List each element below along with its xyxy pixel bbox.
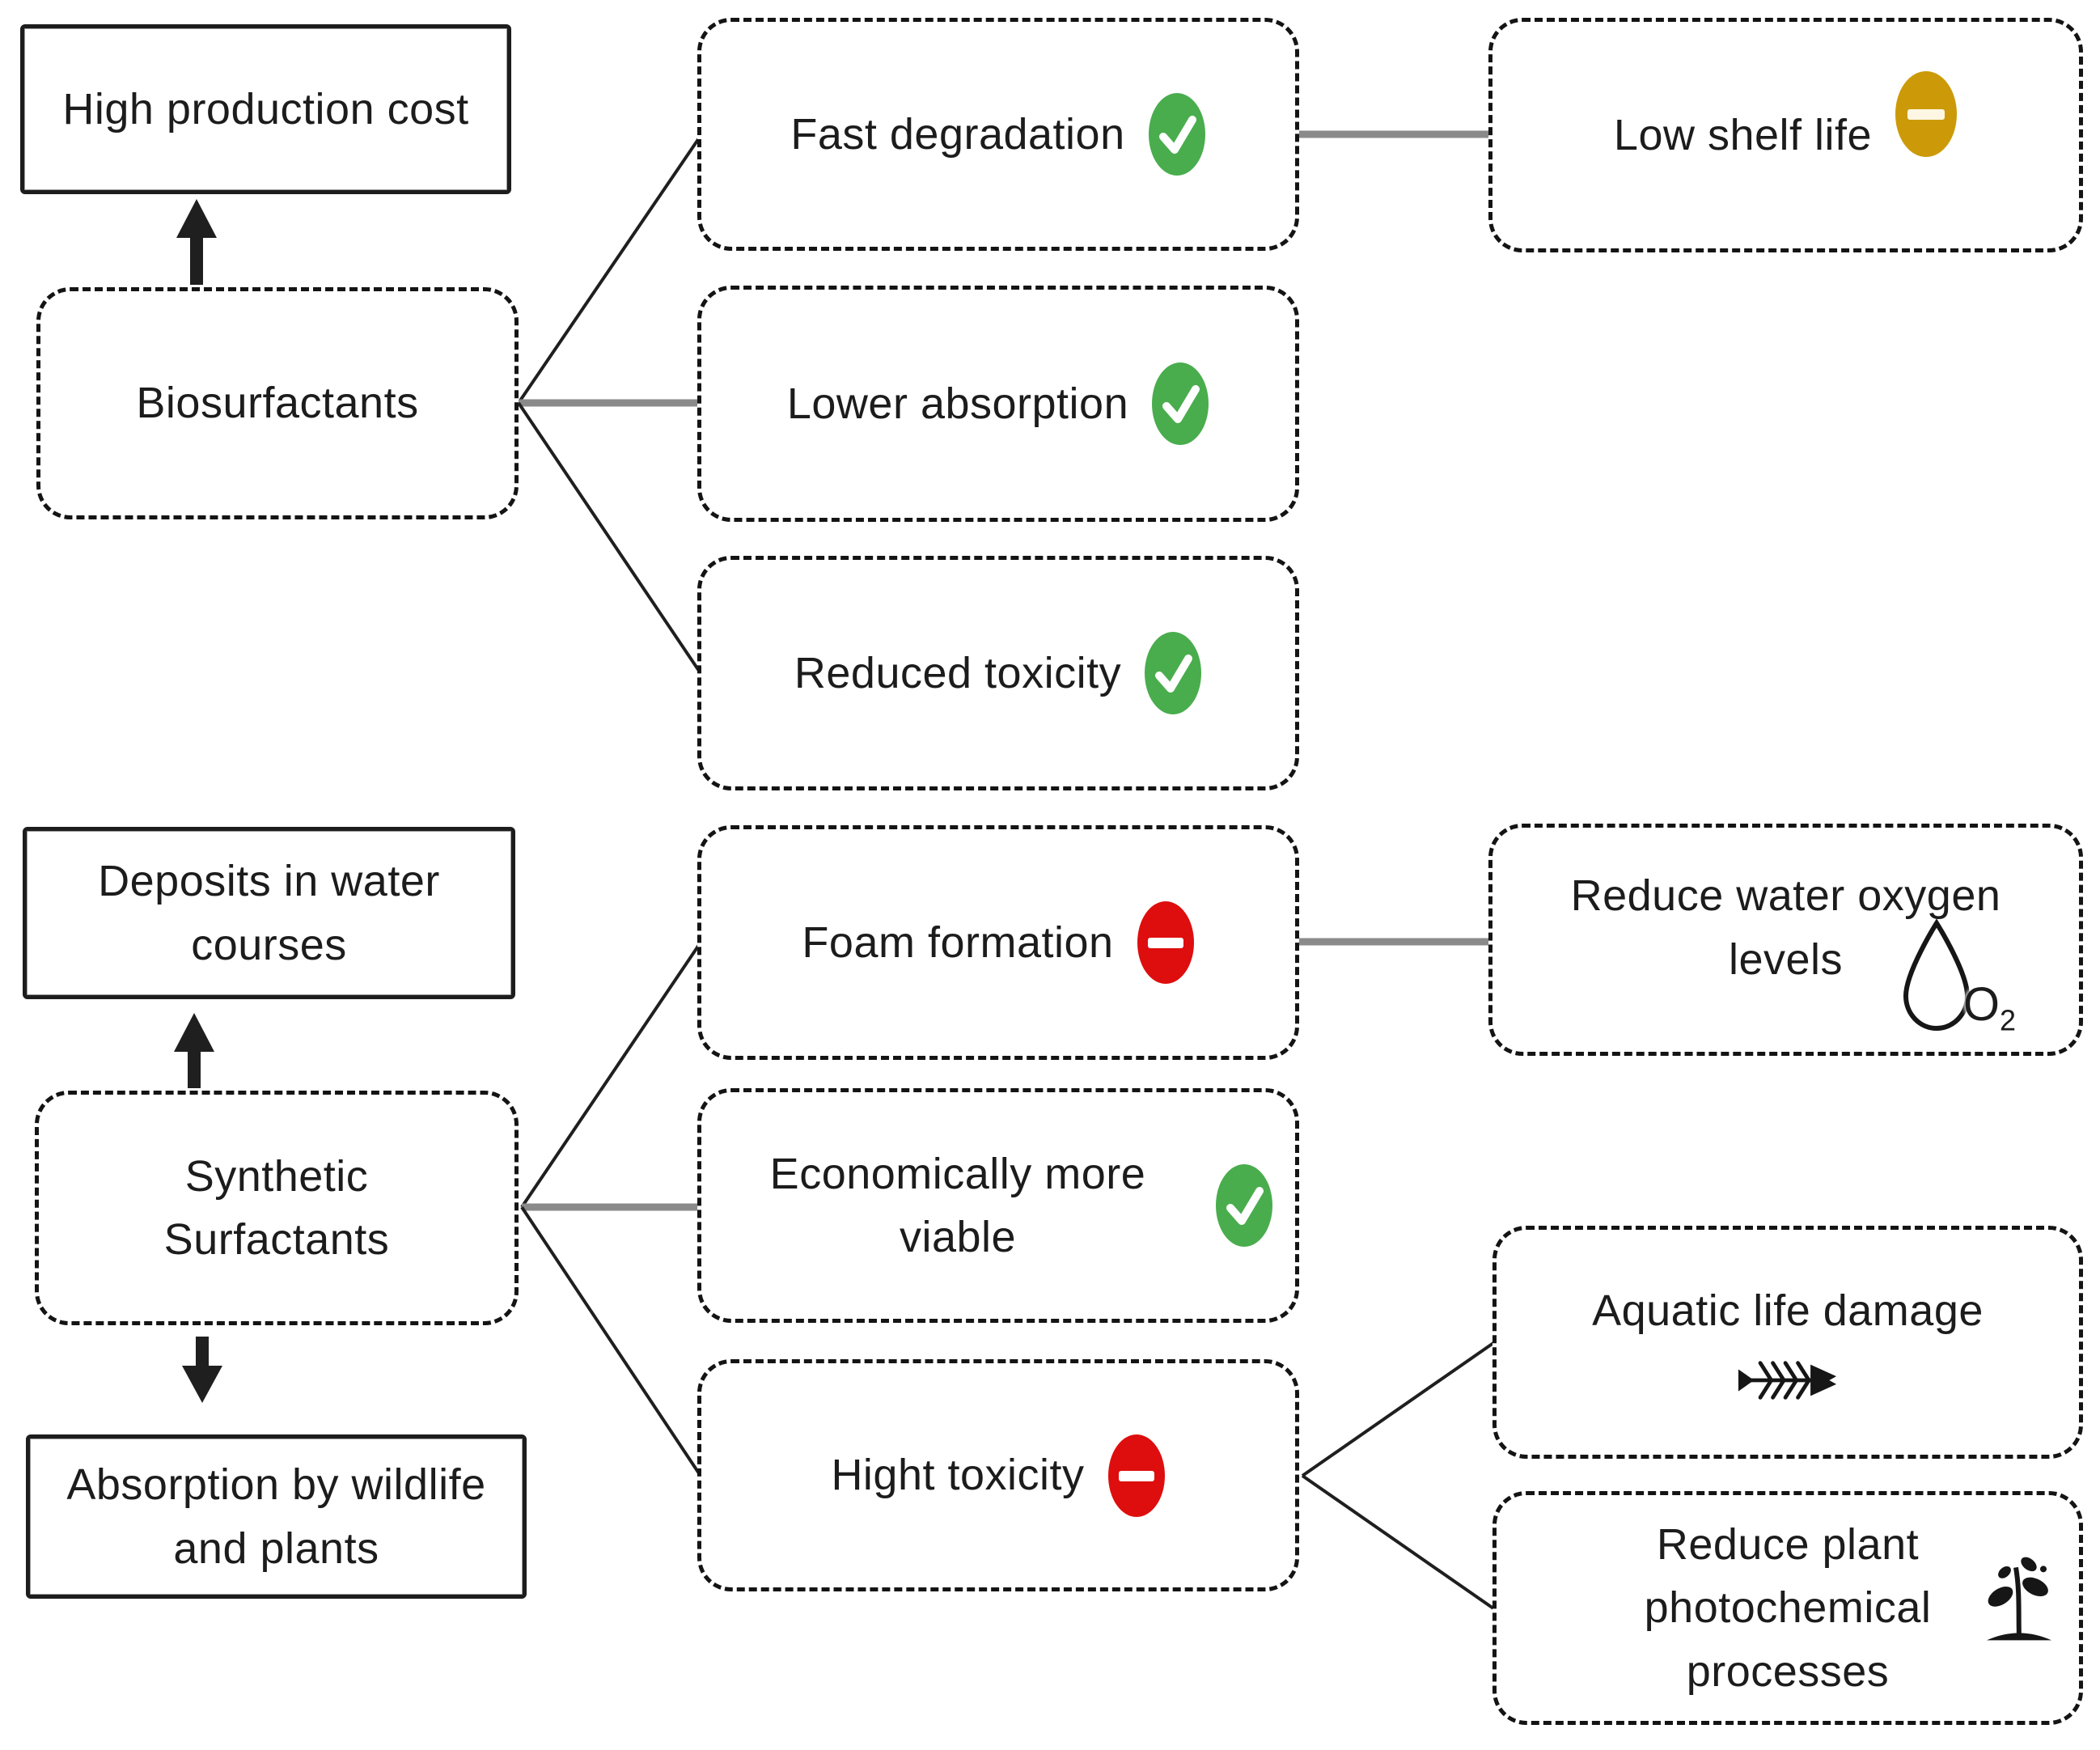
connector-biosurfactants-reduced-toxicity xyxy=(517,401,702,675)
minus-circle-red-icon xyxy=(1107,1434,1165,1517)
water-droplet-icon xyxy=(1903,918,1971,1031)
seedling-icon xyxy=(1982,1554,2056,1662)
node-label: Lower absorption xyxy=(786,379,1129,428)
down-arrow-icon xyxy=(182,1337,222,1403)
up-arrow-icon xyxy=(176,199,217,285)
node-hight-toxicity: Hight toxicity xyxy=(697,1359,1299,1591)
node-biosurfactants: Biosurfactants xyxy=(36,287,519,519)
node-reduce-water-oxygen-levels: Reduce water oxygen levels O2 xyxy=(1488,824,2083,1056)
check-circle-icon xyxy=(1216,1164,1272,1247)
node-fast-degradation: Fast degradation xyxy=(697,18,1299,251)
connector-hight-toxicity-reduce-plant xyxy=(1301,1474,1497,1612)
fishbone-icon xyxy=(1738,1361,1837,1400)
check-circle-icon xyxy=(1148,93,1205,176)
connector-biosurfactants-fast-degradation xyxy=(517,134,702,405)
node-absorption-by-wildlife-and-plants: Absorption by wildlife and plants xyxy=(26,1434,527,1599)
connector-synthetic-hight-toxicity xyxy=(520,1206,702,1477)
node-foam-formation: Foam formation xyxy=(697,825,1299,1060)
node-aquatic-life-damage: Aquatic life damage xyxy=(1492,1226,2083,1459)
node-label: Fast degradation xyxy=(790,109,1125,159)
connector-synthetic-foam-formation xyxy=(520,941,702,1209)
node-label: Reduce plant photochemical processes xyxy=(1644,1520,1932,1696)
node-reduced-toxicity: Reduced toxicity xyxy=(697,556,1299,790)
check-circle-icon xyxy=(1145,632,1202,714)
minus-circle-gold-icon xyxy=(1895,71,1958,157)
node-label: Biosurfactants xyxy=(136,379,419,428)
node-label: Absorption by wildlife and plants xyxy=(66,1460,486,1573)
connector-hight-toxicity-aquatic-life xyxy=(1301,1340,1497,1477)
node-label: Hight toxicity xyxy=(831,1451,1085,1500)
node-label: Synthetic Surfactants xyxy=(163,1151,390,1264)
node-lower-absorption: Lower absorption xyxy=(697,286,1299,522)
node-label: Economically more viable xyxy=(769,1149,1146,1261)
node-synthetic-surfactants: Synthetic Surfactants xyxy=(35,1091,519,1325)
node-low-shelf-life: Low shelf life xyxy=(1488,18,2083,252)
node-label: Low shelf life xyxy=(1613,110,1873,159)
minus-circle-red-icon xyxy=(1137,901,1194,984)
node-reduce-plant-photochemical-processes: Reduce plant photochemical processes xyxy=(1492,1491,2083,1725)
node-label: Reduce water oxygen levels xyxy=(1570,871,2001,984)
node-label: Deposits in water courses xyxy=(98,857,440,969)
node-high-production-cost: High production cost xyxy=(20,24,511,194)
oxygen-droplet-icon: O2 xyxy=(1895,915,2016,1040)
node-label: High production cost xyxy=(62,84,469,133)
node-label: Aquatic life damage xyxy=(1592,1286,1984,1335)
o2-label: O2 xyxy=(1962,978,2016,1038)
up-arrow-icon xyxy=(174,1013,214,1088)
check-circle-icon xyxy=(1152,362,1209,445)
node-deposits-in-water-courses: Deposits in water courses xyxy=(23,827,515,999)
node-label: Reduced toxicity xyxy=(794,648,1122,697)
node-economically-more-viable: Economically more viable xyxy=(697,1088,1299,1323)
node-label: Foam formation xyxy=(802,917,1114,967)
